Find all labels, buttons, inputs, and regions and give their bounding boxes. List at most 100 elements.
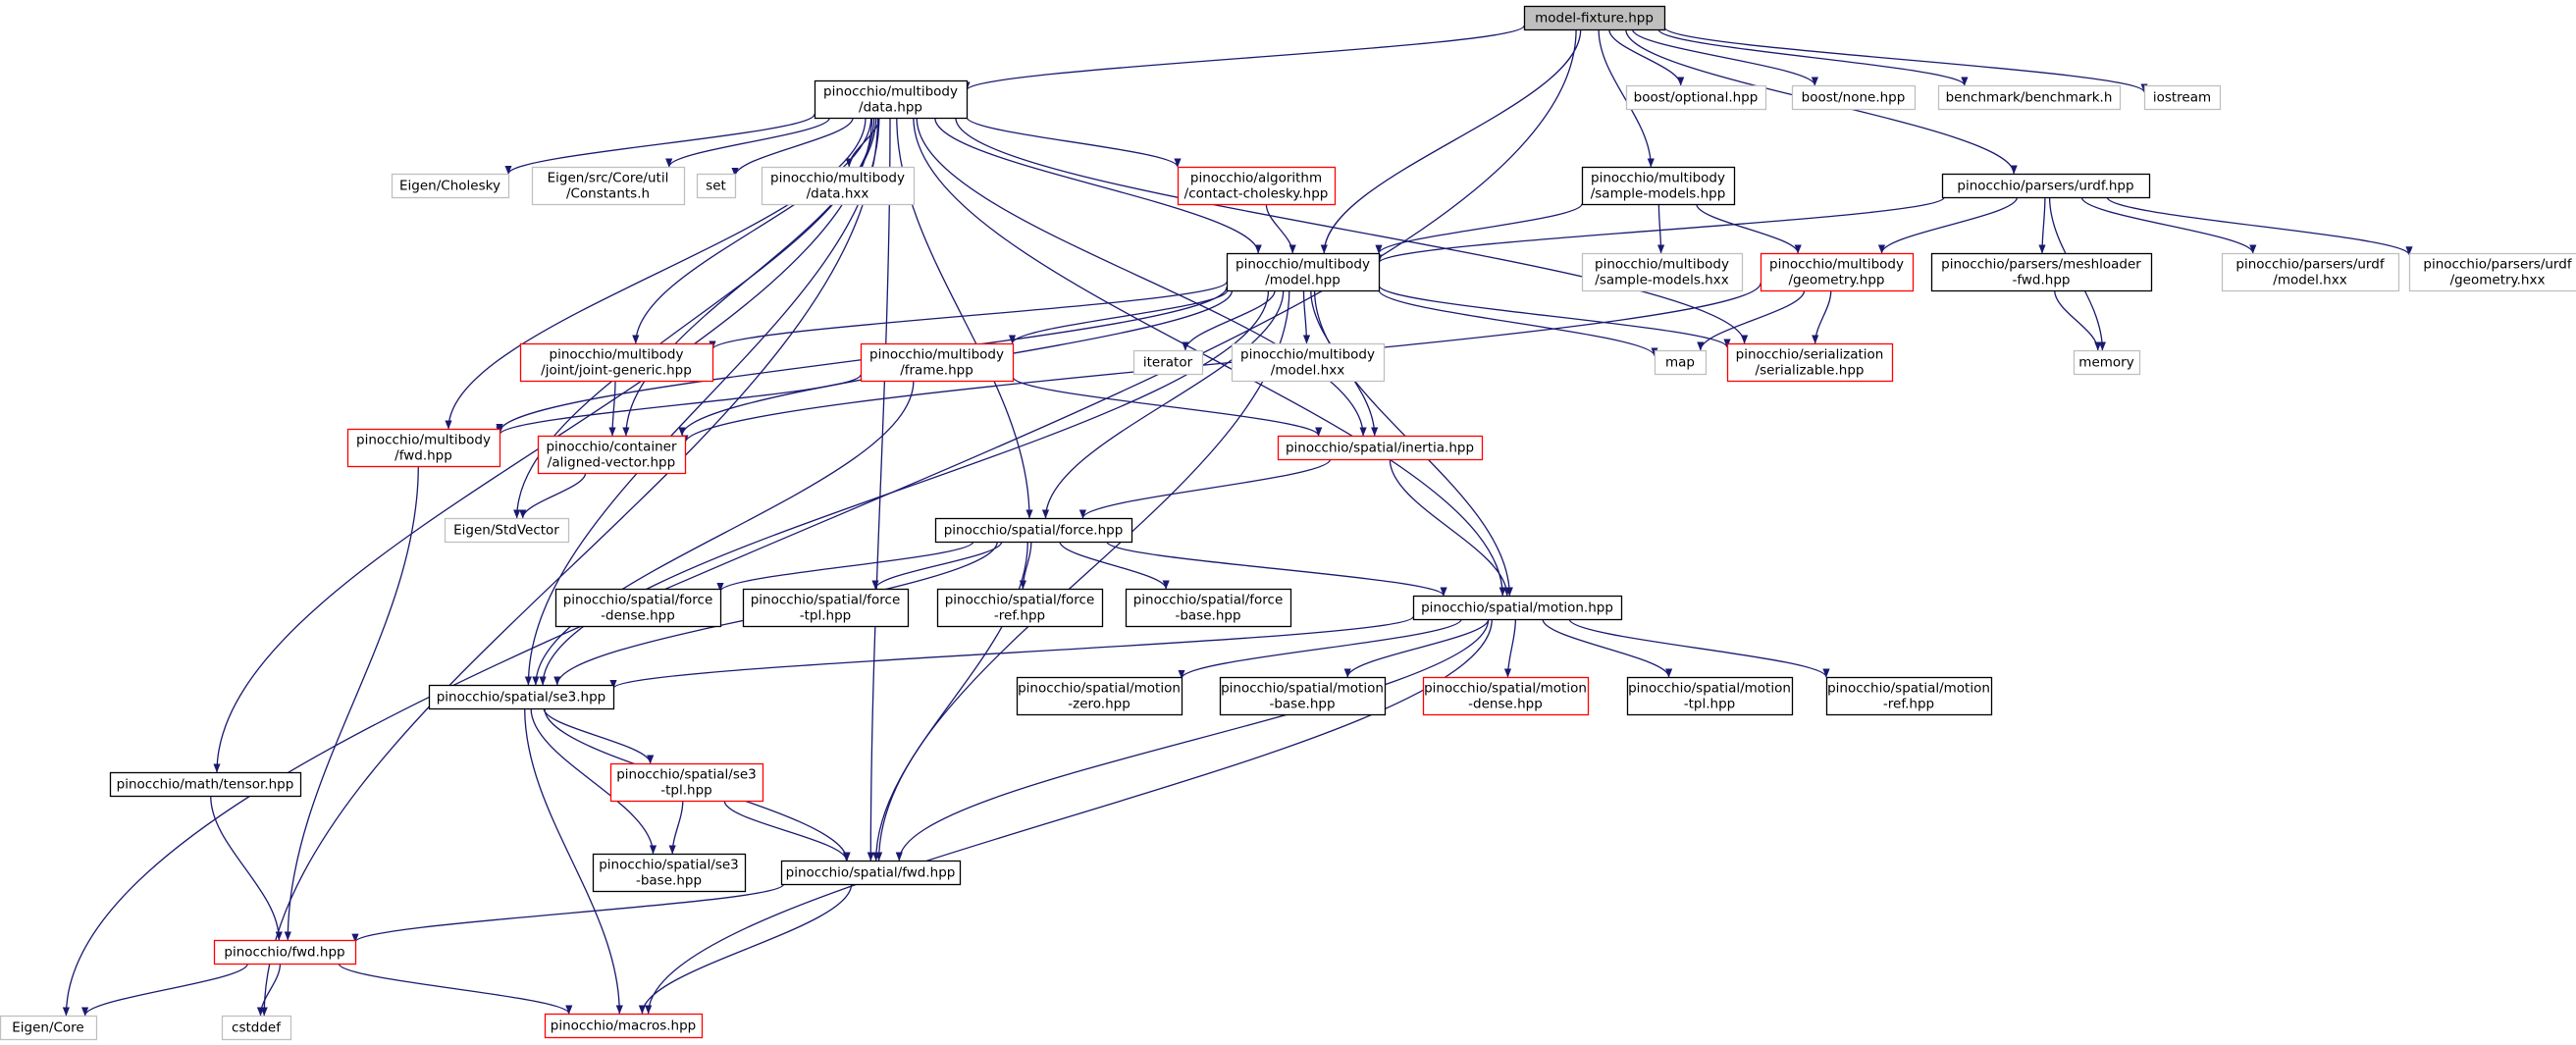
edge-motion-to-se3 (609, 615, 1414, 690)
edge-frame-to-se3 (532, 380, 915, 686)
node-urdf-geometry-hxx[interactable]: pinocchio/parsers/urdf/geometry.hxx (2408, 252, 2576, 292)
node-boost-optional[interactable]: boost/optional.hpp (1625, 84, 1767, 111)
node-box (1132, 349, 1204, 376)
edge-multibody_fwd-to-pinocchio_fwd (284, 465, 419, 941)
node-box (221, 1015, 292, 1041)
node-motion-dense[interactable]: pinocchio/spatial/motion-dense.hpp (1422, 676, 1590, 716)
node-label: pinocchio/multibody (1235, 256, 1370, 272)
node-tensor[interactable]: pinocchio/math/tensor.hpp (109, 771, 302, 798)
node-se3-base[interactable]: pinocchio/spatial/se3-base.hpp (592, 853, 747, 893)
node-box (1626, 676, 1794, 716)
node-motion-base[interactable]: pinocchio/spatial/motion-base.hpp (1219, 676, 1387, 716)
node-multibody-fwd[interactable]: pinocchio/multibody/fwd.hpp (346, 428, 501, 468)
edge-aligned_vector-to-eigen_stdvector (519, 472, 587, 519)
node-box (1125, 588, 1292, 628)
node-box (1277, 435, 1484, 461)
node-eigen-cholesky[interactable]: Eigen/Cholesky (391, 173, 510, 199)
node-model-fixture[interactable]: model-fixture.hpp (1523, 5, 1666, 31)
node-serializable[interactable]: pinocchio/serialization/serializable.hpp (1726, 342, 1894, 383)
node-sample-models[interactable]: pinocchio/multibody/sample-models.hpp (1581, 166, 1736, 206)
node-se3-tpl[interactable]: pinocchio/spatial/se3-tpl.hpp (609, 762, 764, 803)
node-label: Eigen/Cholesky (399, 178, 500, 193)
node-model-hxx[interactable]: pinocchio/multibody/model.hxx (1231, 342, 1386, 383)
node-inertia[interactable]: pinocchio/spatial/inertia.hpp (1277, 435, 1484, 461)
node-contact-cholesky[interactable]: pinocchio/algorithm/contact-cholesky.hpp (1177, 166, 1337, 206)
node-box (1825, 676, 1993, 716)
node-model[interactable]: pinocchio/multibody/model.hpp (1226, 252, 1381, 292)
node-urdf[interactable]: pinocchio/parsers/urdf.hpp (1941, 173, 2151, 199)
node-memory[interactable]: memory (2073, 349, 2141, 376)
edge-urdf-to-geometry (1877, 196, 2019, 254)
node-box (519, 342, 714, 383)
node-label: pinocchio/spatial/force (563, 592, 713, 607)
node-aligned-vector[interactable]: pinocchio/container/aligned-vector.hpp (537, 435, 687, 475)
node-multibody-data[interactable]: pinocchio/multibody/data.hpp (814, 79, 969, 120)
edge-pinocchio_fwd-to-eigen_core (81, 963, 249, 1017)
edge-geometry-to-map (1697, 289, 1806, 351)
edge-model_fixture-to-model (1320, 28, 1582, 254)
node-set[interactable]: set (696, 173, 737, 199)
node-box (742, 588, 910, 628)
node-label: pinocchio/spatial/motion (1018, 680, 1181, 696)
node-box (1177, 166, 1337, 206)
node-benchmark[interactable]: benchmark/benchmark.h (1937, 84, 2122, 111)
node-map[interactable]: map (1654, 349, 1708, 376)
node-force-tpl[interactable]: pinocchio/spatial/force-tpl.hpp (742, 588, 910, 628)
node-box (428, 684, 615, 710)
node-box (1523, 5, 1666, 31)
node-eigen-core[interactable]: Eigen/Core (0, 1015, 98, 1041)
edge-pinocchio_fwd-to-cstddef (256, 963, 282, 1017)
node-force-dense[interactable]: pinocchio/spatial/force-dense.hpp (554, 588, 722, 628)
edge-model-to-serializable (1378, 285, 1731, 348)
node-eigen-constants[interactable]: Eigen/src/Core/util/Constants.h (531, 166, 686, 206)
node-label: /data.hpp (859, 99, 922, 115)
node-label: /frame.hpp (900, 362, 973, 378)
node-iterator[interactable]: iterator (1132, 349, 1204, 376)
node-motion-tpl[interactable]: pinocchio/spatial/motion-tpl.hpp (1626, 676, 1794, 716)
node-joint-generic[interactable]: pinocchio/multibody/joint/joint-generic.… (519, 342, 714, 383)
edge-spatial_fwd-to-macros (638, 883, 853, 1015)
edge-se3_tpl-to-spatial_fwd (723, 800, 851, 862)
node-macros[interactable]: pinocchio/macros.hpp (544, 1013, 704, 1039)
node-box (1226, 252, 1381, 292)
node-label: /contact-cholesky.hpp (1184, 185, 1329, 201)
node-label: iterator (1143, 354, 1193, 370)
node-label: pinocchio/math/tensor.hpp (117, 776, 294, 792)
node-sample-models-hxx[interactable]: pinocchio/multibody/sample-models.hxx (1581, 252, 1744, 292)
node-label: pinocchio/spatial/se3.hpp (437, 689, 606, 705)
node-se3[interactable]: pinocchio/spatial/se3.hpp (428, 684, 615, 710)
node-force[interactable]: pinocchio/spatial/force.hpp (934, 517, 1133, 544)
node-motion[interactable]: pinocchio/spatial/motion.hpp (1412, 595, 1623, 621)
edge-sample_models-to-sample_models_hxx (1656, 203, 1665, 254)
edge-tensor-to-pinocchio_fwd (210, 795, 283, 941)
node-label: /sample-models.hpp (1591, 185, 1726, 201)
edge-model-to-force (1041, 289, 1285, 519)
node-force-ref[interactable]: pinocchio/spatial/force-ref.hpp (936, 588, 1104, 628)
edge-multibody_data-to-contact_cholesky (966, 116, 1182, 168)
edge-geometry-to-serializable (1812, 289, 1832, 344)
node-data-hxx[interactable]: pinocchio/multibody/data.hxx (761, 166, 916, 206)
node-box (2408, 252, 2576, 292)
node-frame[interactable]: pinocchio/multibody/frame.hpp (860, 342, 1015, 383)
node-boost-none[interactable]: boost/none.hpp (1791, 84, 1917, 111)
node-label: -dense.hpp (601, 607, 675, 623)
node-pinocchio-fwd[interactable]: pinocchio/fwd.hpp (213, 939, 357, 966)
node-motion-ref[interactable]: pinocchio/spatial/motion-ref.hpp (1825, 676, 1993, 716)
node-geometry[interactable]: pinocchio/multibody/geometry.hpp (1760, 252, 1915, 292)
node-meshloader[interactable]: pinocchio/parsers/meshloader-fwd.hpp (1930, 252, 2153, 292)
node-iostream[interactable]: iostream (2143, 84, 2222, 111)
node-eigen-stdvector[interactable]: Eigen/StdVector (444, 517, 570, 544)
node-label: pinocchio/parsers/urdf (2423, 256, 2572, 272)
edge-geometry-to-aligned_vector (681, 283, 1761, 444)
node-motion-zero[interactable]: pinocchio/spatial/motion-zero.hpp (1016, 676, 1183, 716)
node-force-base[interactable]: pinocchio/spatial/force-base.hpp (1125, 588, 1292, 628)
node-box (1581, 252, 1744, 292)
node-spatial-fwd[interactable]: pinocchio/spatial/fwd.hpp (780, 860, 962, 886)
node-urdf-model-hxx[interactable]: pinocchio/parsers/urdf/model.hxx (2221, 252, 2400, 292)
node-label: model-fixture.hpp (1535, 10, 1654, 26)
node-label: /Constants.h (566, 185, 650, 201)
node-box (1941, 173, 2151, 199)
node-cstddef[interactable]: cstddef (221, 1015, 292, 1041)
edge-multibody_data-to-motion (913, 117, 1506, 597)
